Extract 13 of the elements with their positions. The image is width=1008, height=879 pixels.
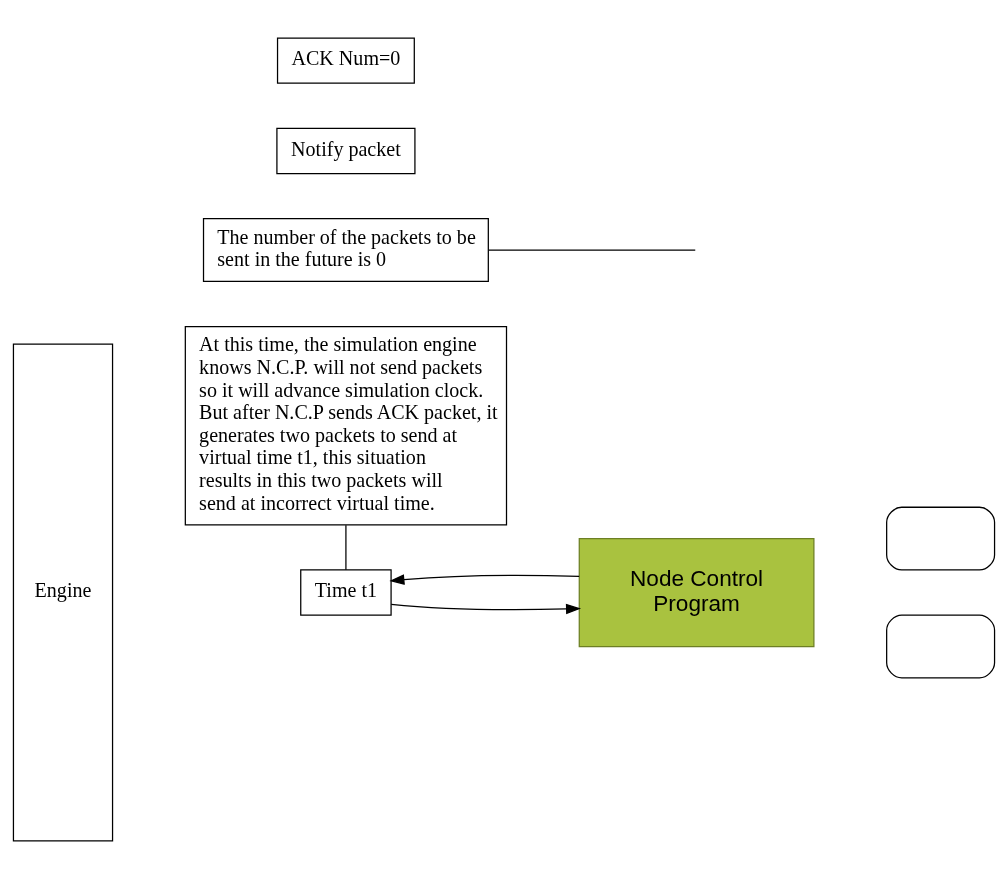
node-box: The number of the packets to be sent in the future is 0 <box>202 218 489 283</box>
node-box <box>886 506 996 571</box>
connector <box>488 249 696 251</box>
arrow <box>389 574 580 585</box>
connector <box>345 524 347 571</box>
node-box: Node Control Program <box>578 538 815 648</box>
node-box: Engine <box>12 343 114 842</box>
node-box: Time t1 <box>300 569 392 616</box>
node-box <box>886 614 996 679</box>
arrow <box>390 603 582 615</box>
node-box: ACK Num=0 <box>276 37 415 84</box>
node-box: At this time, the simulation engine knows N.C.P. will not send packets so it will advance simulation clock. But after N.C.P sends ACK packet, it generates two packets to send at virtual time t1, this situation results in this two packets will send at incorrect virtual time. <box>184 325 508 526</box>
node-box: Notify packet <box>276 127 416 175</box>
